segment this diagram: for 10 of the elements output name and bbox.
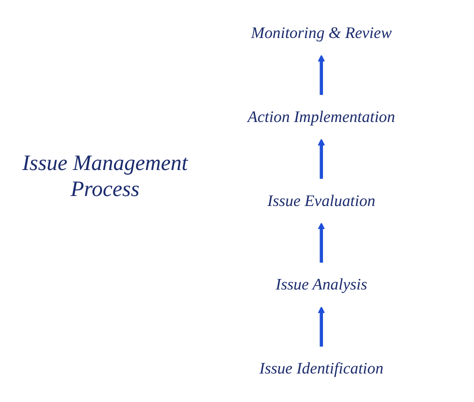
arrow: [318, 54, 325, 96]
node-text: Monitoring & Review: [251, 24, 392, 42]
arrow: [318, 222, 325, 264]
arrow: [318, 306, 325, 347]
node-text: Issue Identification: [259, 360, 384, 378]
center-heading: Issue Management Process: [21, 150, 190, 202]
node-text: Action Implementation: [248, 108, 396, 126]
node-text: Issue Analysis: [276, 276, 368, 294]
node-text: Issue Evaluation: [267, 192, 376, 210]
arrow: [318, 138, 325, 180]
